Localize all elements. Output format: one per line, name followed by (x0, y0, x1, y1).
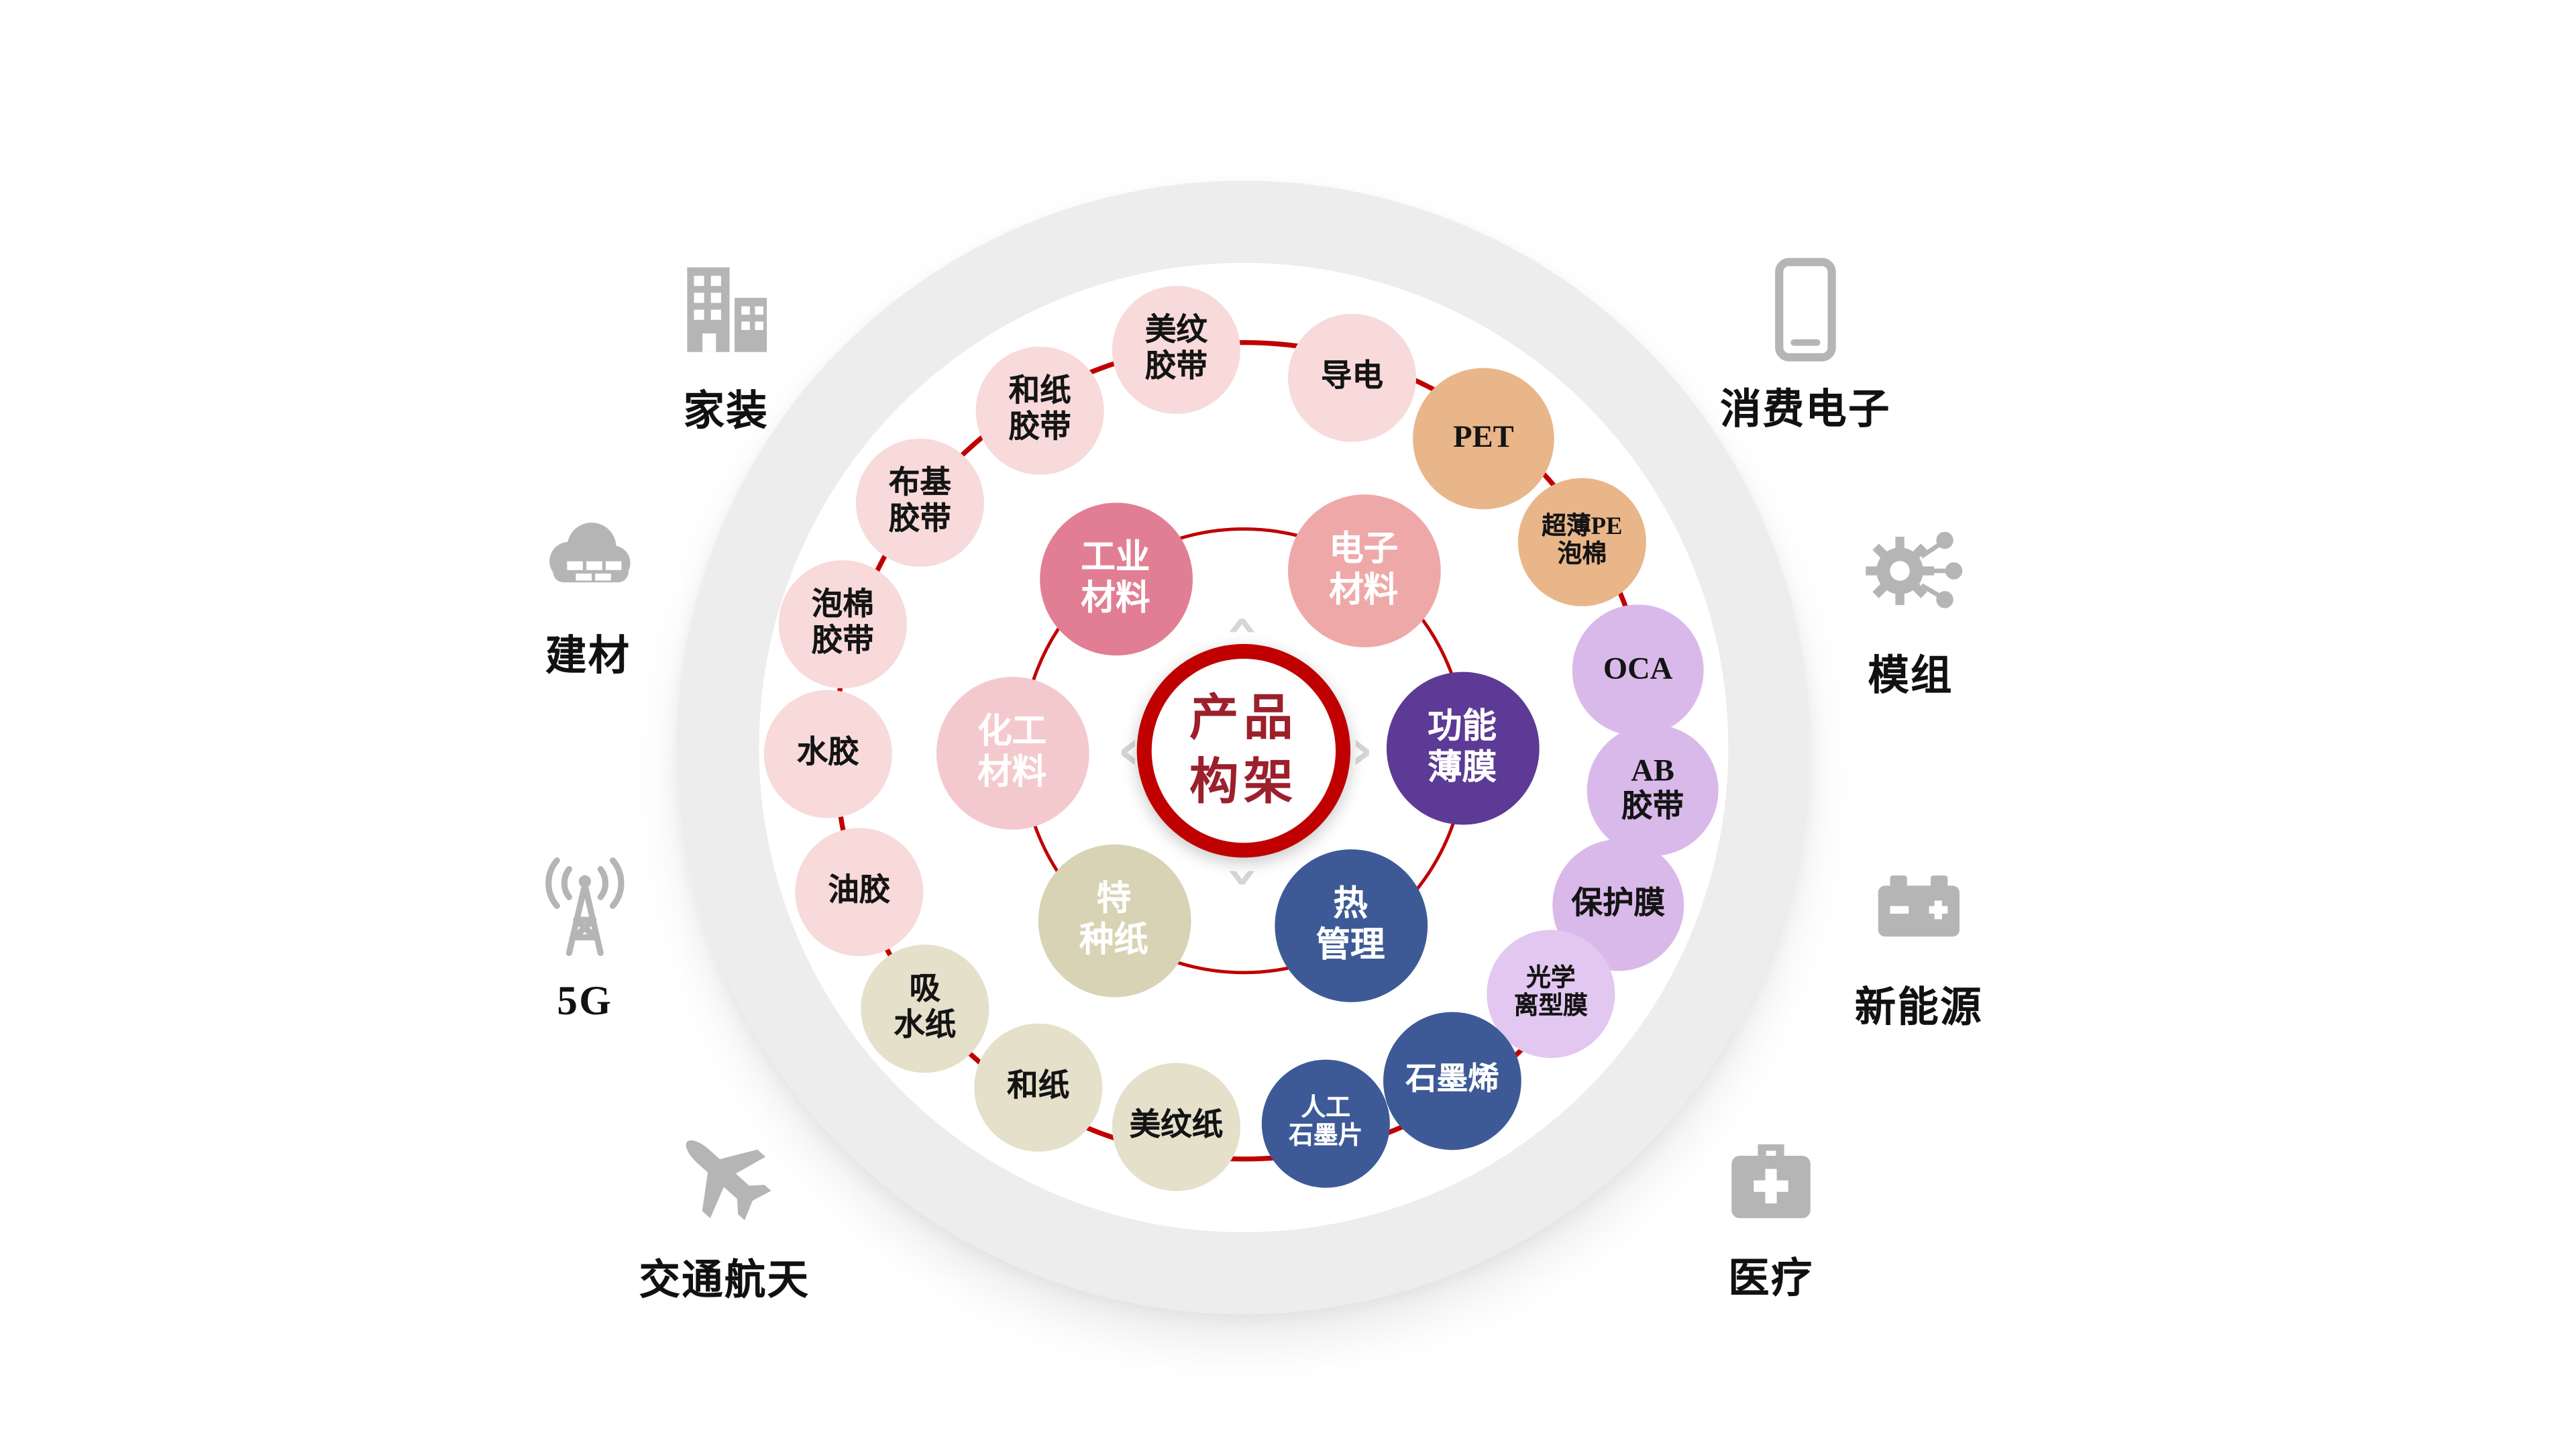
outer-node-ultrathin-pe-foam: 超薄PE 泡棉 (1517, 478, 1646, 606)
cloud-icon (549, 523, 631, 583)
application-label: 家装 (683, 390, 769, 435)
cycle-arrow-icon: ‹ (1210, 614, 1277, 638)
outer-node-absorbent-paper: 吸 水纸 (861, 945, 989, 1073)
application-label: 5G (557, 979, 613, 1024)
application-label: 建材 (545, 635, 631, 680)
application-label: 交通航天 (639, 1259, 810, 1304)
cycle-arrow-icon: › (1350, 718, 1374, 784)
outer-node-ab-tape: AB 胶带 (1587, 724, 1719, 856)
outer-node-masking-tape: 美纹 胶带 (1112, 286, 1240, 415)
application-label: 消费电子 (1720, 388, 1891, 433)
application-new-energy: 新能源 (1855, 852, 1983, 1034)
application-consumer-electronics: 消费电子 (1720, 257, 1891, 436)
battery-icon (1878, 875, 1960, 937)
inner-node-thermal-management: 热 管理 (1274, 848, 1427, 1002)
outer-node-graphene: 石墨烯 (1383, 1012, 1521, 1150)
application-label: 模组 (1868, 654, 1953, 700)
outer-node-optical-release-film: 光学 离型膜 (1487, 930, 1615, 1059)
signal-tower-icon (545, 857, 625, 957)
inner-node-electronic-materials: 电子 材料 (1287, 493, 1440, 647)
inner-node-chemical-materials: 化工 材料 (935, 676, 1089, 829)
inner-node-functional-films: 功能 薄膜 (1385, 671, 1539, 824)
outer-node-artificial-graphite-sheet: 人工 石墨片 (1261, 1059, 1390, 1188)
center-node-product-architecture: 产品 构架 (1136, 644, 1351, 858)
smartphone-icon (1775, 258, 1836, 362)
application-home-decoration: 家装 (672, 256, 781, 438)
application-building-materials: 建材 (531, 507, 645, 683)
medical-kit-icon (1731, 1144, 1811, 1218)
application-label: 新能源 (1854, 986, 1983, 1031)
airplane-icon (686, 1140, 771, 1220)
inner-node-industrial-materials: 工业 材料 (1038, 502, 1192, 655)
application-medical: 医疗 (1715, 1126, 1827, 1305)
outer-node-pet: PET (1413, 368, 1554, 510)
outer-node-cloth-tape: 布基 胶带 (855, 438, 984, 567)
inner-node-specialty-paper: 特 种纸 (1037, 843, 1191, 997)
application-5g: 5G (529, 853, 641, 1026)
outer-node-oil-glue: 油胶 (795, 828, 924, 957)
outer-node-foam-tape: 泡棉 胶带 (778, 560, 907, 689)
application-label: 医疗 (1728, 1257, 1814, 1302)
module-gear-icon (1866, 531, 1963, 608)
application-transportation-aerospace: 交通航天 (639, 1118, 810, 1307)
outer-node-washi-paper: 和纸 (974, 1023, 1103, 1152)
cycle-arrow-icon: ‹ (1117, 718, 1140, 784)
outer-node-washi-tape: 和纸 胶带 (975, 346, 1104, 475)
outer-node-conductive: 导电 (1288, 313, 1417, 442)
outer-node-oca: OCA (1572, 604, 1704, 737)
cycle-arrow-icon: › (1210, 865, 1277, 889)
building-icon (687, 267, 767, 352)
outer-node-water-glue: 水胶 (763, 690, 892, 818)
application-module: 模组 (1853, 513, 1968, 702)
outer-node-protective-film: 保护膜 (1552, 839, 1684, 971)
outer-node-masking-paper: 美纹纸 (1112, 1063, 1240, 1191)
